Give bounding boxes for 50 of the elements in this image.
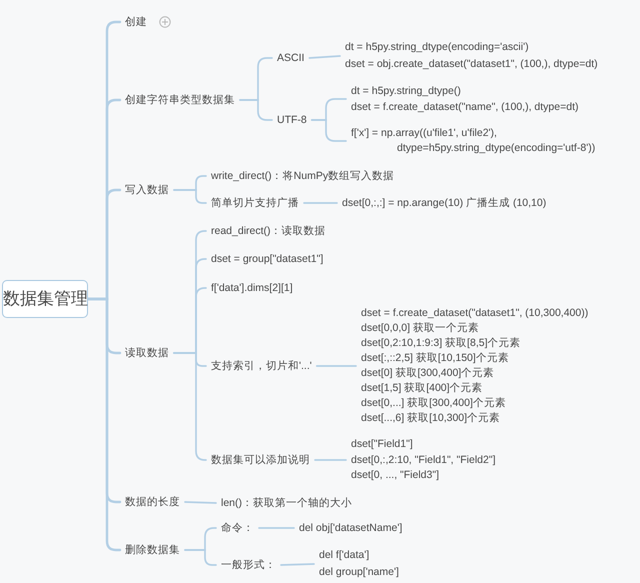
topic-label: 数据集可以添加说明 bbox=[206, 453, 315, 467]
topic-label: 命令： bbox=[216, 521, 259, 535]
topic-label: dset[0,:,:] = np.arange(10) 广播生成 (10,10) bbox=[337, 196, 552, 210]
topic-label: write_direct()：将NumPy数组写入数据 bbox=[206, 169, 400, 183]
topic-label: del obj['datasetName'] bbox=[294, 521, 408, 535]
topic-label: 简单切片支持广播 bbox=[206, 196, 304, 210]
connector-line bbox=[303, 202, 338, 204]
topic-label: len()：获取第一个轴的大小 bbox=[216, 496, 358, 510]
code-line: dset = obj.create_dataset("dataset1", (100,), dtype=dt) bbox=[345, 57, 598, 72]
topic-label: 创建 bbox=[120, 15, 152, 29]
connector-line bbox=[280, 563, 315, 566]
code-line: dset[0,...] 获取[300,400]个元素 bbox=[361, 396, 507, 411]
topic-label: 数据的长度 bbox=[120, 495, 185, 509]
code-line: dset[0,0,0] 获取一个元素 bbox=[361, 321, 480, 336]
connector-line bbox=[316, 365, 357, 367]
code-line: dset = f.create_dataset("name", (100,), dtype=dt) bbox=[351, 100, 578, 115]
code-line: dt = h5py.string_dtype() bbox=[351, 84, 462, 99]
connector-line bbox=[308, 55, 341, 59]
code-line: dset[1,5] 获取[400]个元素 bbox=[361, 381, 484, 396]
topic-label: 创建字符串类型数据集 bbox=[120, 93, 240, 107]
code-line: dset["Field1"] bbox=[351, 436, 414, 452]
code-line: dset[:,::2,5] 获取[10,150]个元素 bbox=[361, 351, 510, 366]
code-line: dset[0, ..., "Field3"] bbox=[351, 468, 440, 483]
code-line: del f['data'] bbox=[319, 548, 370, 563]
code-line: dset[0,:,2:10, "Field1", "Field2"] bbox=[351, 452, 496, 468]
code-text: f['x'] = np.array((u'file1', u'file2'), dtype=h5py.string_dtype(encoding='utf-8')) bbox=[346, 126, 612, 156]
connector-line bbox=[173, 189, 207, 204]
code-line: dset[0,2:10,1:9:3] 获取[8,5]个元素 bbox=[361, 336, 522, 351]
topic-label: 删除数据集 bbox=[120, 543, 185, 557]
connector-line bbox=[86, 298, 122, 552]
connector-line bbox=[184, 501, 217, 504]
code-line: dset[...,6] 获取[10,300]个元素 bbox=[361, 411, 502, 426]
topic-box: 数据集管理 bbox=[2, 280, 88, 318]
topic-label: 读取数据 bbox=[120, 346, 174, 360]
connector-line bbox=[258, 527, 295, 529]
code-line: dset[0] 获取[300,400]个元素 bbox=[361, 366, 496, 381]
topic-label: read_direct()：读取数据 bbox=[206, 224, 331, 238]
topic-label: 支持索引，切片和'...' bbox=[206, 359, 317, 373]
topic-label: 写入数据 bbox=[120, 183, 174, 197]
connector-line bbox=[310, 119, 347, 142]
connector-line bbox=[314, 459, 347, 461]
topic-label: f['data'].dims[2][1] bbox=[206, 281, 298, 295]
code-line: dt = h5py.string_dtype(encoding='ascii') bbox=[345, 40, 530, 55]
topic-label: ASCII bbox=[272, 51, 310, 65]
code-line: del group['name'] bbox=[319, 565, 399, 580]
connector-line bbox=[184, 549, 217, 566]
topic-label: dset = group["dataset1"] bbox=[206, 252, 328, 266]
code-line: dset = f.create_dataset("dataset1", (10,300,400)) bbox=[361, 306, 588, 321]
topic-label: 一般形式： bbox=[216, 558, 281, 572]
topic-label: UTF-8 bbox=[272, 113, 312, 127]
